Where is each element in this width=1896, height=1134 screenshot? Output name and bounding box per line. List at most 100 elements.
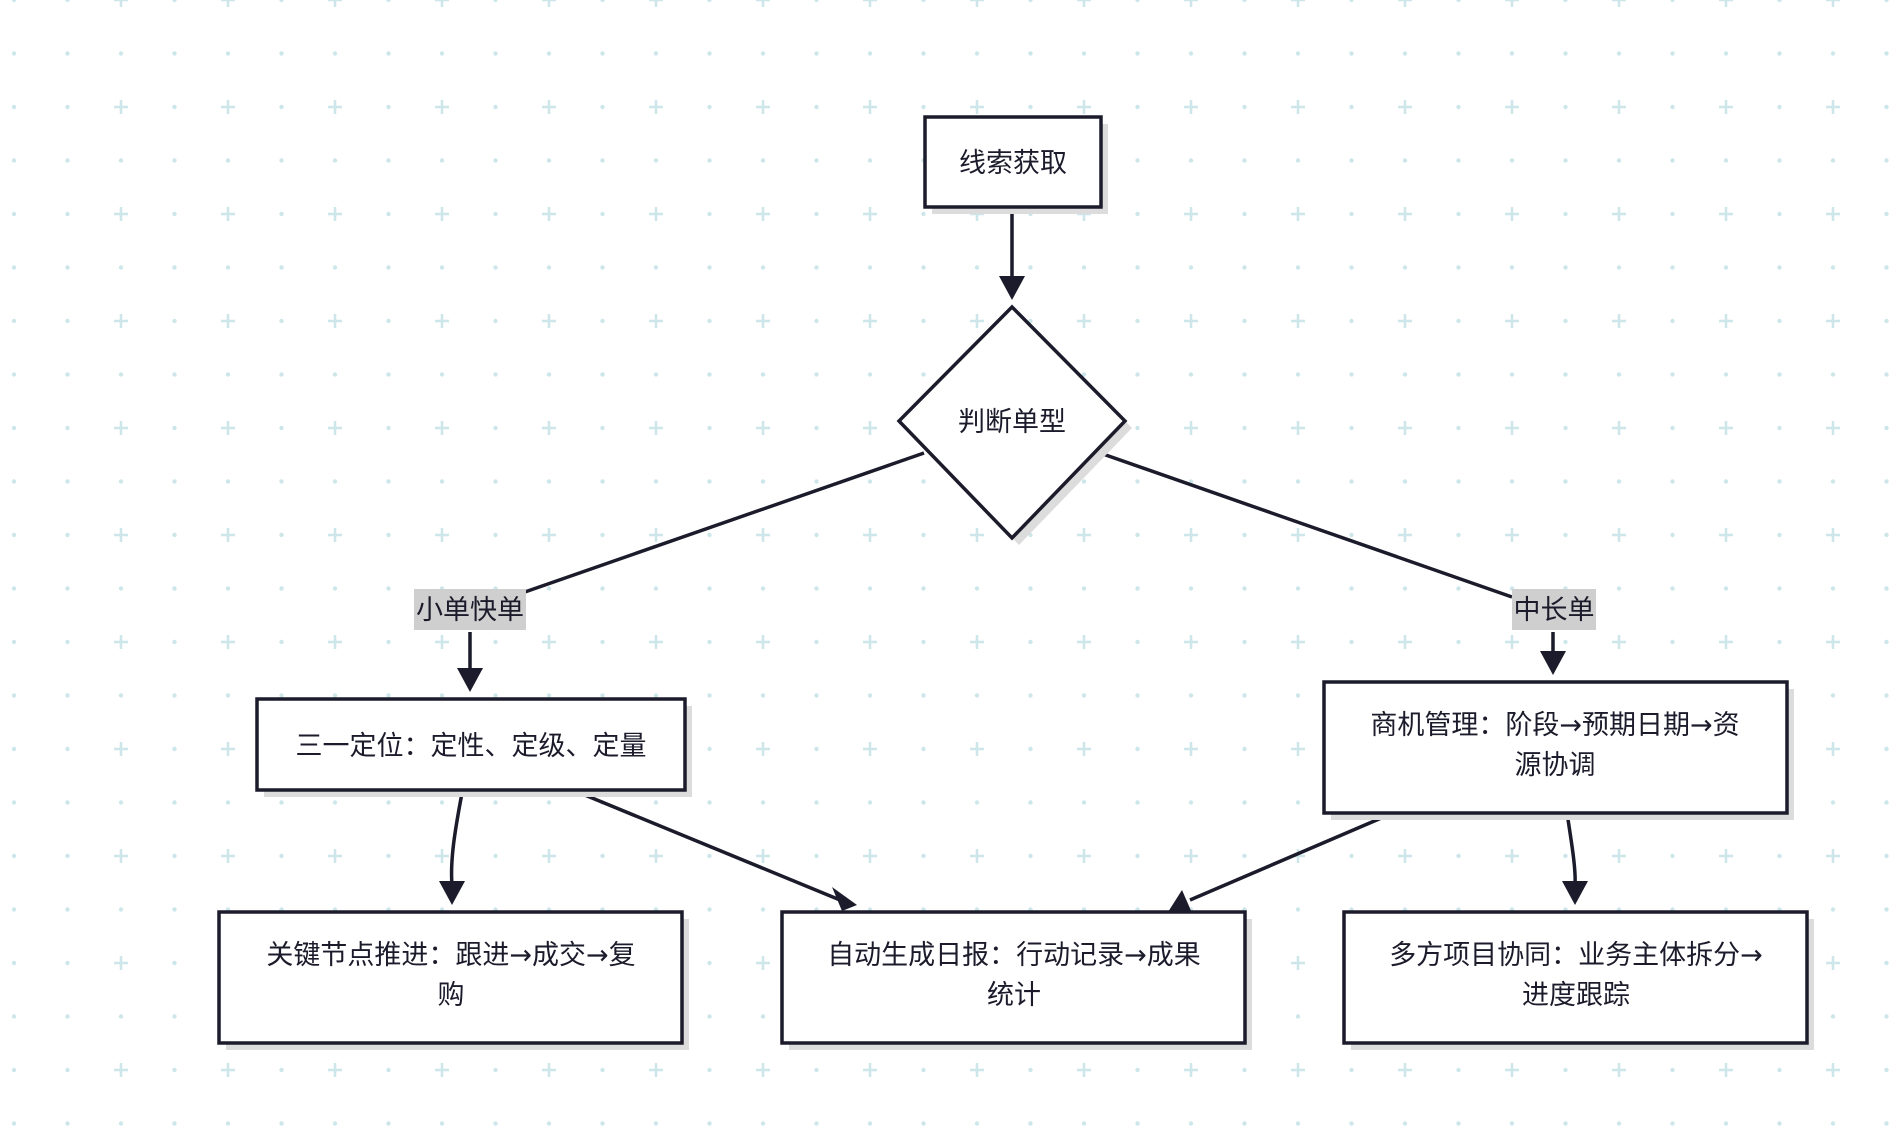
grid-dot (814, 639, 819, 645)
grid-dot (493, 265, 498, 270)
grid-dot (1884, 1067, 1889, 1073)
grid-dot (1135, 1067, 1140, 1073)
grid-dot (600, 265, 605, 270)
grid-dot (921, 586, 926, 591)
grid-plus-mark (328, 421, 342, 435)
node-daily-text-line2: 统计 (987, 980, 1041, 1011)
grid-plus-mark (114, 956, 128, 970)
grid-dot (386, 1067, 391, 1073)
grid-dot (118, 693, 124, 698)
grid-dot (974, 586, 980, 591)
grid-dot (1670, 318, 1675, 324)
grid-dot (1295, 1014, 1301, 1019)
grid-dot (1295, 693, 1301, 698)
grid-dot (1884, 586, 1889, 591)
grid-dot (279, 639, 284, 645)
grid-dot (65, 532, 70, 538)
grid-plus-mark (1291, 956, 1305, 970)
grid-dot (11, 158, 17, 163)
grid-dot (1188, 265, 1194, 270)
grid-dot (707, 907, 712, 912)
grid-dot (1028, 265, 1033, 270)
grid-dot (1188, 51, 1194, 56)
grid-dot (493, 0, 498, 3)
grid-plus-mark (1077, 100, 1091, 114)
grid-dot (1242, 1121, 1247, 1126)
grid-dot (1242, 639, 1247, 645)
grid-dot (1830, 586, 1836, 591)
grid-plus-mark (221, 528, 235, 542)
arrowhead-to-multi (1562, 881, 1588, 905)
grid-dot (1242, 800, 1247, 805)
grid-plus-mark (221, 421, 235, 435)
grid-dot (1456, 425, 1461, 431)
node-locate[interactable]: 三一定位：定性、定级、定量 (255, 697, 692, 797)
grid-plus-mark (221, 207, 235, 221)
grid-dot (974, 265, 980, 270)
grid-plus-mark (1612, 528, 1626, 542)
grid-dot (386, 158, 391, 163)
grid-dot (1563, 1121, 1568, 1126)
grid-dot (1081, 51, 1087, 56)
grid-plus-mark (542, 528, 556, 542)
grid-dot (11, 960, 17, 966)
grid-dot (386, 1121, 391, 1126)
node-decide[interactable]: 判断单型 (896, 304, 1132, 545)
grid-plus-mark (1826, 421, 1840, 435)
grid-dot (653, 51, 659, 56)
node-daily[interactable]: 自动生成日报：行动记录→成果 统计 (780, 910, 1252, 1050)
grid-dot (1777, 158, 1782, 163)
grid-plus-mark (1184, 314, 1198, 328)
grid-dot (439, 372, 445, 377)
grid-dot (1028, 104, 1033, 110)
grid-dot (707, 639, 712, 645)
grid-dot (1081, 693, 1087, 698)
grid-plus-mark (756, 956, 770, 970)
grid-plus-mark (114, 528, 128, 542)
node-opportunity[interactable]: 商机管理：阶段→预期日期→资 源协调 (1322, 680, 1794, 820)
grid-dot (1242, 104, 1247, 110)
grid-plus-mark (1612, 0, 1626, 7)
grid-dot (172, 960, 177, 966)
grid-dot (1616, 1121, 1622, 1126)
grid-plus-mark (1077, 528, 1091, 542)
grid-dot (760, 1121, 766, 1126)
node-keynode[interactable]: 关键节点推进：跟进→成交→复 购 (217, 910, 689, 1050)
grid-plus-mark (1184, 742, 1198, 756)
grid-plus-mark (114, 1063, 128, 1077)
grid-plus-mark (970, 849, 984, 863)
node-lead[interactable]: 线索获取 (923, 115, 1108, 214)
grid-dot (867, 1121, 873, 1126)
grid-dot (118, 1121, 124, 1126)
node-locate-text: 三一定位：定性、定级、定量 (296, 731, 647, 762)
grid-dot (65, 907, 70, 912)
grid-plus-mark (328, 314, 342, 328)
grid-plus-mark (435, 635, 449, 649)
grid-dot (11, 372, 17, 377)
grid-plus-mark (1077, 849, 1091, 863)
grid-plus-mark (863, 742, 877, 756)
grid-plus-mark (649, 528, 663, 542)
grid-dot (814, 1067, 819, 1073)
grid-dot (65, 586, 70, 591)
grid-dot (1830, 693, 1836, 698)
node-daily-text-line1: 自动生成日报：行动记录→成果 (827, 940, 1201, 971)
node-multi[interactable]: 多方项目协同：业务主体拆分→ 进度跟踪 (1342, 910, 1814, 1050)
grid-dot (386, 372, 391, 377)
grid-dot (172, 0, 177, 3)
grid-dot (600, 479, 605, 484)
grid-plus-mark (649, 635, 663, 649)
grid-dot (814, 158, 819, 163)
grid-plus-mark (1826, 956, 1840, 970)
grid-dot (653, 586, 659, 591)
grid-plus-mark (221, 742, 235, 756)
grid-plus-mark (1826, 314, 1840, 328)
grid-dot (1456, 639, 1461, 645)
grid-dot (1295, 265, 1301, 270)
grid-plus-mark (649, 100, 663, 114)
grid-plus-mark (1719, 314, 1733, 328)
grid-dot (921, 800, 926, 805)
grid-dot (1777, 1121, 1782, 1126)
grid-dot (439, 51, 445, 56)
grid-dot (1563, 0, 1568, 3)
